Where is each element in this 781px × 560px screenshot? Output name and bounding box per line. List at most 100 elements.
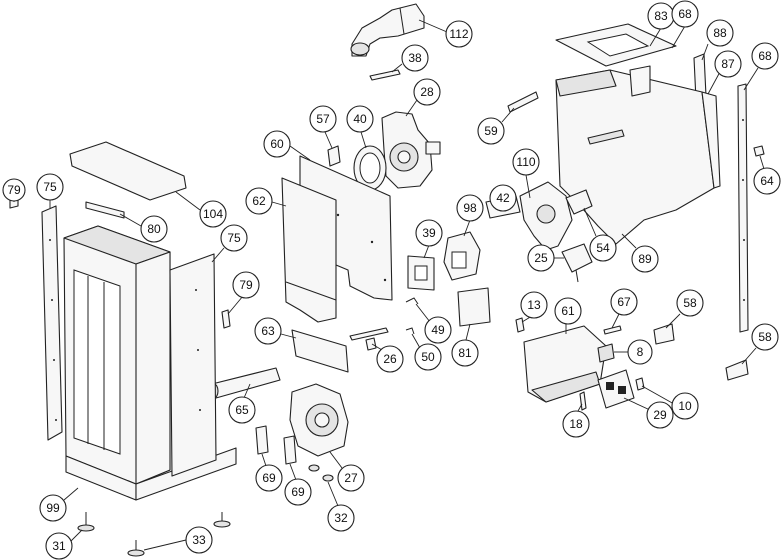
part-screw-10 (635, 377, 645, 391)
part-pin-64 (753, 145, 765, 157)
part-clip-79b (221, 309, 231, 329)
callout-26: 26 (371, 343, 404, 373)
callout-label: 31 (52, 539, 66, 553)
callout-label: 10 (678, 399, 692, 413)
callout-label: 87 (721, 57, 735, 71)
part-small-panel-63 (291, 329, 349, 373)
callout-79-right: 79 (227, 271, 260, 315)
callout-61: 61 (554, 297, 582, 334)
callout-label: 64 (760, 174, 774, 188)
callout-67: 67 (610, 288, 638, 329)
callout-81: 81 (451, 323, 479, 367)
callout-label: 57 (316, 112, 330, 126)
callout-label: 18 (569, 417, 583, 431)
callout-label: 80 (147, 222, 161, 236)
callout-label: 99 (46, 501, 60, 515)
part-bracket-59 (507, 91, 539, 113)
part-exhaust-elbow (350, 3, 425, 57)
callout-32: 32 (327, 481, 355, 532)
callout-75-left: 75 (36, 173, 64, 208)
callout-59: 59 (477, 107, 515, 145)
callout-58-right: 58 (741, 323, 779, 365)
callout-label: 89 (638, 252, 652, 266)
callout-label: 61 (561, 304, 575, 318)
part-component-8 (597, 343, 615, 363)
callout-label: 69 (262, 471, 276, 485)
part-control-housing (523, 325, 607, 403)
callout-label: 32 (334, 511, 348, 525)
callout-69-left: 69 (255, 453, 283, 492)
callout-10: 10 (641, 385, 699, 420)
part-clip-49 (405, 297, 419, 305)
callout-60: 60 (263, 130, 311, 161)
callout-64: 64 (753, 155, 781, 195)
callout-label: 68 (758, 49, 772, 63)
callout-label: 81 (458, 346, 472, 360)
part-flange-98 (443, 231, 481, 281)
callout-33: 33 (143, 526, 213, 554)
callout-label: 58 (683, 296, 697, 310)
part-side-panel-right (169, 253, 217, 477)
part-plate-81 (457, 287, 491, 327)
part-bracket-69a (255, 425, 269, 455)
part-heat-shield (281, 177, 337, 323)
callout-label: 60 (270, 137, 284, 151)
callout-54: 54 (583, 207, 617, 262)
callout-label: 62 (252, 194, 266, 208)
part-hopper-lid (555, 23, 677, 67)
callout-label: 68 (678, 7, 692, 21)
part-rod-67 (603, 325, 622, 335)
part-top-cover (69, 141, 187, 201)
part-long-strip (737, 83, 749, 333)
part-bracket-58a (653, 323, 675, 345)
part-screw-18 (579, 391, 587, 411)
part-pipe-65 (209, 367, 281, 399)
callout-68-right: 68 (743, 42, 779, 91)
callout-18: 18 (562, 403, 590, 438)
part-switch-25 (561, 243, 593, 283)
callout-68-top: 68 (671, 0, 699, 49)
part-bracket-80 (85, 201, 125, 219)
callout-label: 112 (449, 27, 468, 41)
callout-label: 79 (7, 183, 21, 197)
callout-label: 49 (431, 323, 445, 337)
callout-label: 65 (235, 403, 249, 417)
part-auger-mount (519, 181, 573, 251)
callout-57: 57 (309, 105, 337, 149)
part-bracket-69b (283, 435, 297, 465)
part-gasket-plate-39 (407, 255, 435, 291)
callout-label: 40 (353, 112, 367, 126)
callout-label: 33 (192, 533, 206, 547)
callout-label: 54 (596, 241, 610, 255)
part-hopper (555, 65, 721, 245)
callout-79-left: 79 (2, 178, 26, 202)
callout-65: 65 (228, 383, 256, 424)
part-side-panel-left (41, 205, 63, 441)
part-rod-26 (349, 327, 389, 341)
callout-89: 89 (621, 233, 659, 273)
part-bracket-58b (725, 359, 749, 381)
callout-label: 50 (421, 350, 435, 364)
callout-39: 39 (415, 219, 443, 259)
callout-label: 67 (617, 295, 631, 309)
callout-label: 75 (43, 180, 57, 194)
callout-69-right: 69 (284, 463, 312, 506)
part-gasket-ring (353, 145, 387, 191)
callout-40: 40 (346, 105, 374, 149)
part-feet-32 (308, 464, 334, 482)
callout-75-right: 75 (211, 224, 248, 263)
callout-label: 88 (713, 26, 727, 40)
callout-63: 63 (254, 317, 297, 345)
part-leveling-feet (77, 512, 231, 557)
callout-29: 29 (623, 397, 674, 429)
callout-50: 50 (411, 333, 442, 371)
callout-label: 42 (496, 191, 510, 205)
callout-13: 13 (520, 291, 548, 323)
part-screw-13 (515, 317, 525, 333)
callout-label: 63 (261, 324, 275, 338)
part-convection-blower (289, 383, 349, 457)
callout-label: 27 (344, 471, 358, 485)
callout-label: 38 (408, 51, 422, 65)
callout-label: 98 (463, 201, 477, 215)
callout-label: 26 (383, 352, 397, 366)
